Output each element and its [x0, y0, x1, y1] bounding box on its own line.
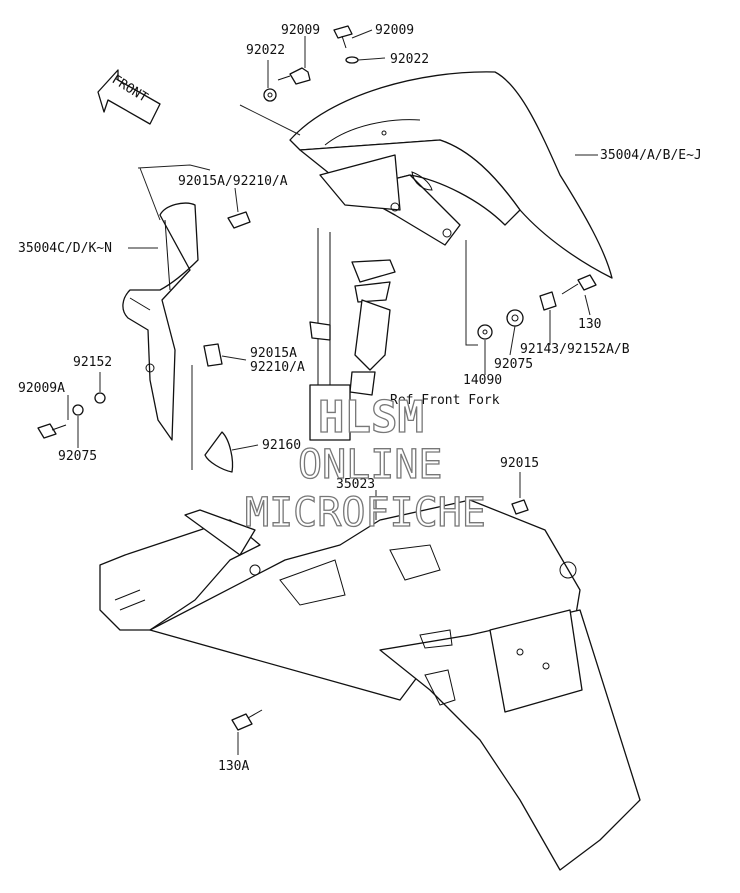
label-92075-left: 92075	[58, 449, 97, 464]
inner-fender-part	[122, 202, 199, 441]
watermark-line-2: ONLINE	[298, 442, 443, 488]
label-92009-a: 92009	[281, 23, 320, 38]
label-130: 130	[578, 317, 601, 332]
label-92015: 92015	[500, 456, 539, 471]
front-arrow-icon: FRONT	[97, 69, 161, 125]
watermark: HLSM ONLINE MICROFICHE	[244, 391, 486, 536]
label-92143: 92143/92152A/B	[520, 342, 630, 357]
part-labels: 92009 92009 92022 92022 35004/A/B/E~J 92…	[18, 23, 702, 774]
label-92009-b: 92009	[375, 23, 414, 38]
label-ref-front-fork: Ref.Front Fork	[390, 393, 500, 408]
watermark-line-1: HLSM	[318, 392, 424, 443]
label-35004c: 35004C/D/K~N	[18, 241, 112, 256]
label-92022-a: 92022	[246, 43, 285, 58]
label-92022-b: 92022	[390, 52, 429, 67]
front-fender-part	[289, 71, 613, 279]
label-92015a-top: 92015A/92210/A	[178, 174, 288, 189]
label-92152: 92152	[73, 355, 112, 370]
label-92160: 92160	[262, 438, 301, 453]
label-35004: 35004/A/B/E~J	[600, 148, 702, 163]
label-92075-right: 92075	[494, 357, 533, 372]
small-hardware	[37, 25, 597, 731]
watermark-line-3: MICROFICHE	[245, 490, 486, 536]
rear-undertray-part	[99, 499, 641, 871]
label-92015a-mid-2: 92210/A	[250, 360, 305, 375]
label-130a: 130A	[218, 759, 249, 774]
label-92009a: 92009A	[18, 381, 65, 396]
label-14090: 14090	[463, 373, 502, 388]
front-fork-reference	[309, 228, 396, 441]
label-35023: 35023	[336, 477, 375, 492]
label-92015a-mid-1: 92015A	[250, 346, 297, 361]
leader-lines	[67, 29, 598, 755]
